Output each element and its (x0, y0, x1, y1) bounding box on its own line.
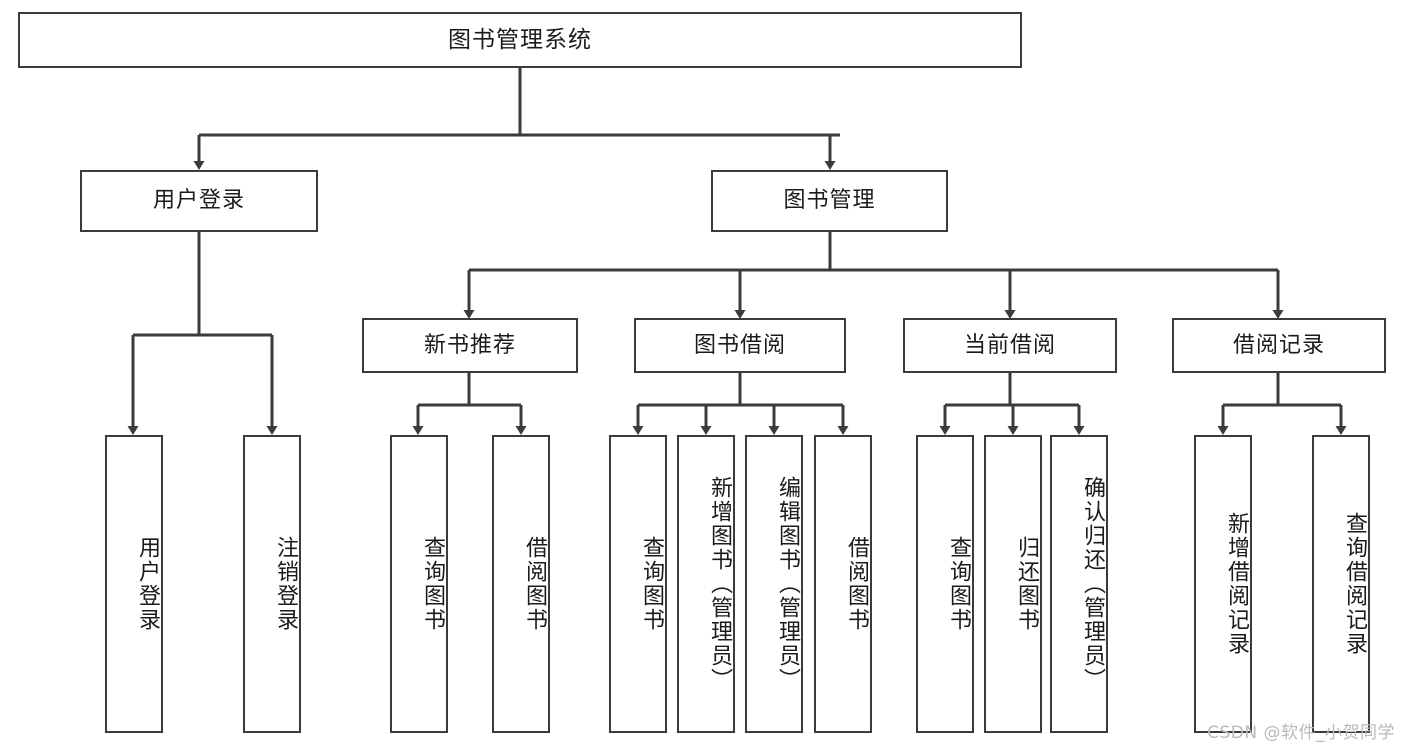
node-label: 查询图书 (639, 536, 664, 632)
leaf-add-book-admin[interactable]: 新增图书（管理员） (677, 435, 735, 733)
leaf-borrow-book-recommend[interactable]: 借阅图书 (492, 435, 550, 733)
node-user-login[interactable]: 用户登录 (80, 170, 318, 232)
node-label: 确认归还（管理员） (1080, 476, 1105, 692)
node-label: 新增图书（管理员） (707, 476, 732, 692)
node-label: 图书借阅 (693, 332, 786, 358)
csdn-watermark: CSDN @软件_小贺同学 (1207, 723, 1395, 743)
leaf-edit-book-admin[interactable]: 编辑图书（管理员） (745, 435, 803, 733)
node-label: 编辑图书（管理员） (775, 476, 800, 692)
leaf-return-book[interactable]: 归还图书 (984, 435, 1042, 733)
node-label: 当前借阅 (963, 332, 1056, 358)
node-label: 借阅记录 (1232, 332, 1325, 358)
node-label: 新增借阅记录 (1224, 512, 1249, 656)
leaf-query-book-recommend[interactable]: 查询图书 (390, 435, 448, 733)
node-label: 借阅图书 (522, 536, 547, 632)
leaf-logout[interactable]: 注销登录 (243, 435, 301, 733)
node-label: 图书管理 (783, 188, 876, 213)
node-label: 查询借阅记录 (1342, 512, 1367, 656)
node-label: 图书管理系统 (448, 26, 592, 53)
leaf-query-book-current[interactable]: 查询图书 (916, 435, 974, 733)
node-label: 归还图书 (1014, 536, 1039, 632)
leaf-borrow-book[interactable]: 借阅图书 (814, 435, 872, 733)
node-label: 新书推荐 (423, 332, 516, 358)
leaf-add-borrow-record[interactable]: 新增借阅记录 (1194, 435, 1252, 733)
leaf-user-login[interactable]: 用户登录 (105, 435, 163, 733)
node-label: 查询图书 (946, 536, 971, 632)
node-root-system[interactable]: 图书管理系统 (18, 12, 1022, 68)
node-borrow-record[interactable]: 借阅记录 (1172, 318, 1386, 373)
leaf-query-borrow-record[interactable]: 查询借阅记录 (1312, 435, 1370, 733)
node-current-borrow[interactable]: 当前借阅 (903, 318, 1117, 373)
node-label: 借阅图书 (844, 536, 869, 632)
node-label: 用户登录 (135, 536, 160, 632)
node-label: 注销登录 (273, 536, 298, 632)
leaf-confirm-return-admin[interactable]: 确认归还（管理员） (1050, 435, 1108, 733)
node-label: 查询图书 (420, 536, 445, 632)
node-new-book-recommend[interactable]: 新书推荐 (362, 318, 578, 373)
node-label: 用户登录 (152, 188, 245, 213)
node-book-borrow[interactable]: 图书借阅 (634, 318, 846, 373)
node-book-management[interactable]: 图书管理 (711, 170, 948, 232)
leaf-query-book-borrow[interactable]: 查询图书 (609, 435, 667, 733)
